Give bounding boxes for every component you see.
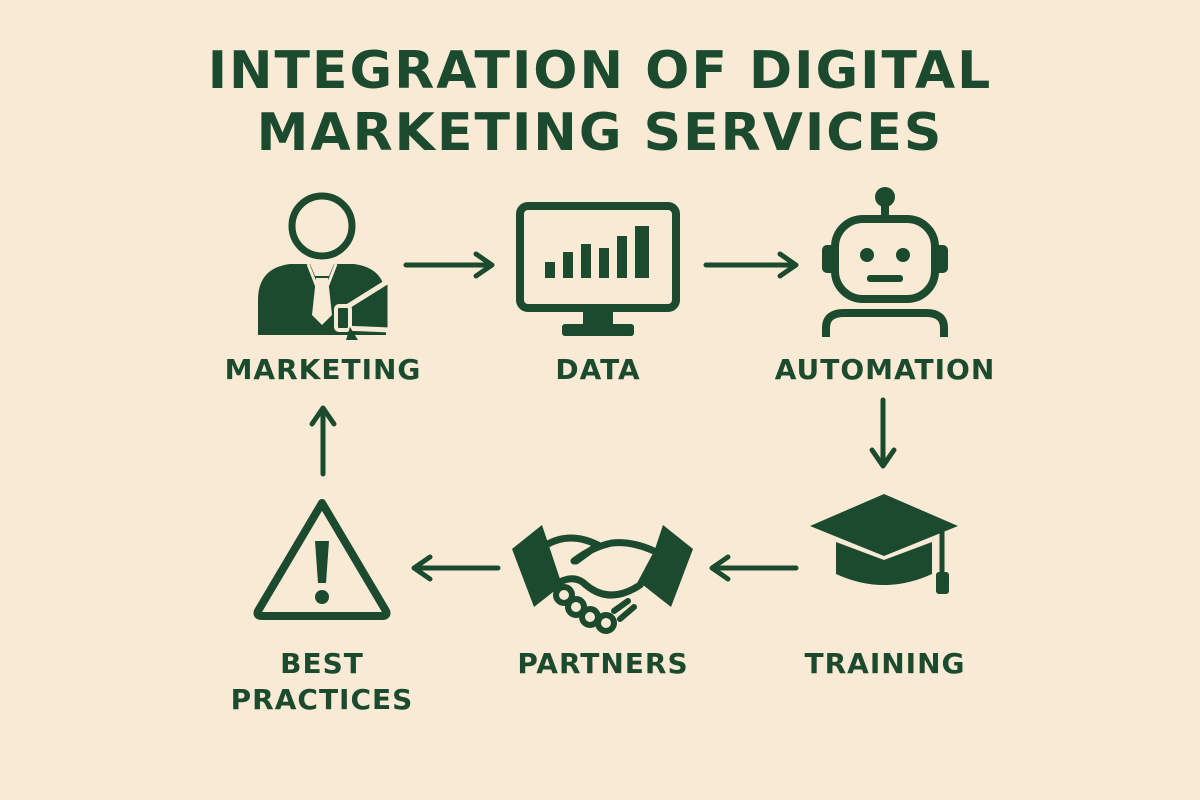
diagram-title: INTEGRATION OF DIGITAL MARKETING SERVICE… [0,40,1200,164]
warning-triangle-icon [253,499,391,620]
robot-icon [822,187,948,337]
node-label-training: TRAINING [804,647,966,680]
title-line-2: MARKETING SERVICES [256,103,944,163]
title-line-1: INTEGRATION OF DIGITAL [207,41,993,101]
arrow-partners-to-best-practices [411,554,501,582]
node-label-data: DATA [555,353,641,386]
businessman-megaphone-icon [258,192,393,340]
arrow-best-practices-to-marketing [309,405,337,477]
handshake-icon [512,525,693,634]
arrow-marketing-to-data [403,251,495,279]
node-label-marketing: MARKETING [224,353,422,386]
arrow-automation-to-training [869,397,897,469]
arrow-training-to-partners [709,554,799,582]
monitor-bar-chart-icon [516,202,680,336]
node-label-best-practices: BEST PRACTICES [212,646,432,718]
arrow-data-to-automation [703,251,799,279]
best-practices-line-2: PRACTICES [230,683,414,716]
graduation-cap-icon [810,494,958,594]
best-practices-line-1: BEST [280,647,364,680]
node-label-automation: AUTOMATION [774,353,996,386]
node-label-partners: PARTNERS [517,647,689,680]
